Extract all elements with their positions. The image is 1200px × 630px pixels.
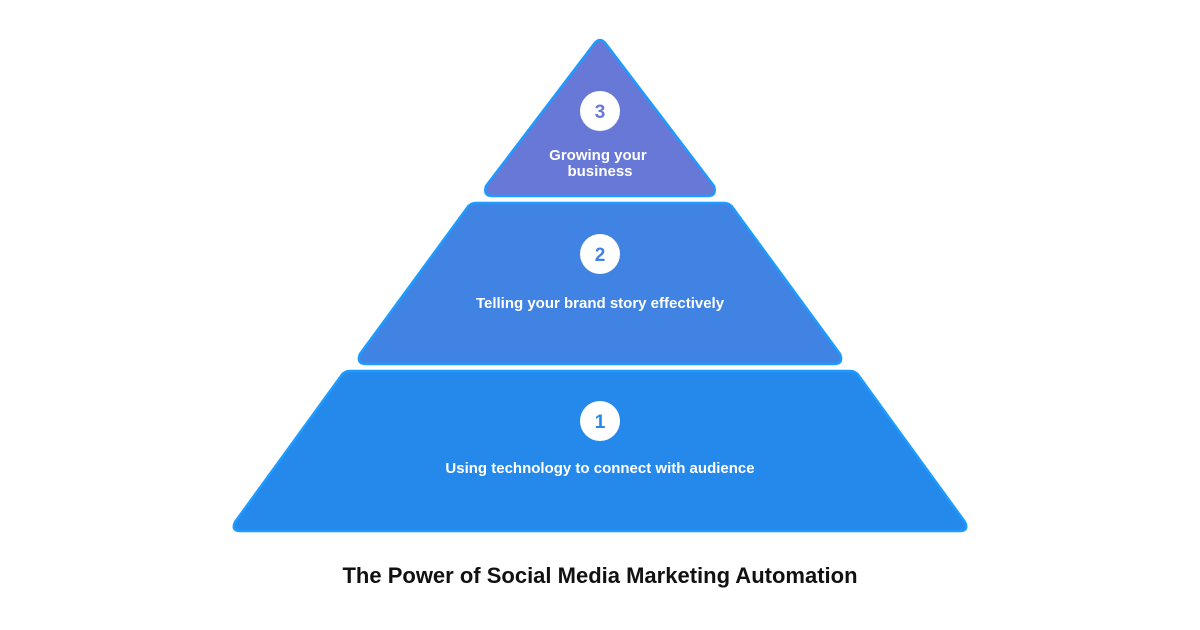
tier-1-label: Using technology to connect with audienc… bbox=[445, 460, 754, 477]
pyramid-tier-2: 2 Telling your brand story effectively bbox=[357, 201, 843, 366]
tier-3-label-line-1: Growing your bbox=[549, 147, 647, 164]
diagram-title: The Power of Social Media Marketing Auto… bbox=[342, 563, 858, 588]
tier-2-shape bbox=[357, 201, 843, 366]
tier-2-label-line-1: Telling your brand story effectively bbox=[476, 295, 725, 312]
tier-3-label-line-2: business bbox=[567, 163, 632, 180]
tier-3-number-badge bbox=[580, 91, 620, 131]
tier-3-number: 3 bbox=[595, 102, 606, 123]
pyramid-tier-3: 3 Growing your business bbox=[484, 38, 716, 198]
tier-1-shape bbox=[232, 369, 968, 533]
tier-1-label-line-1: Using technology to connect with audienc… bbox=[445, 460, 754, 477]
tier-1-number: 1 bbox=[595, 412, 606, 433]
tier-2-number-badge bbox=[580, 234, 620, 274]
tier-2-number: 2 bbox=[595, 245, 606, 266]
pyramid-tier-1: 1 Using technology to connect with audie… bbox=[232, 369, 968, 533]
tier-2-label: Telling your brand story effectively bbox=[476, 295, 725, 312]
tier-3-label: Growing your business bbox=[549, 147, 651, 180]
tier-1-number-badge bbox=[580, 401, 620, 441]
